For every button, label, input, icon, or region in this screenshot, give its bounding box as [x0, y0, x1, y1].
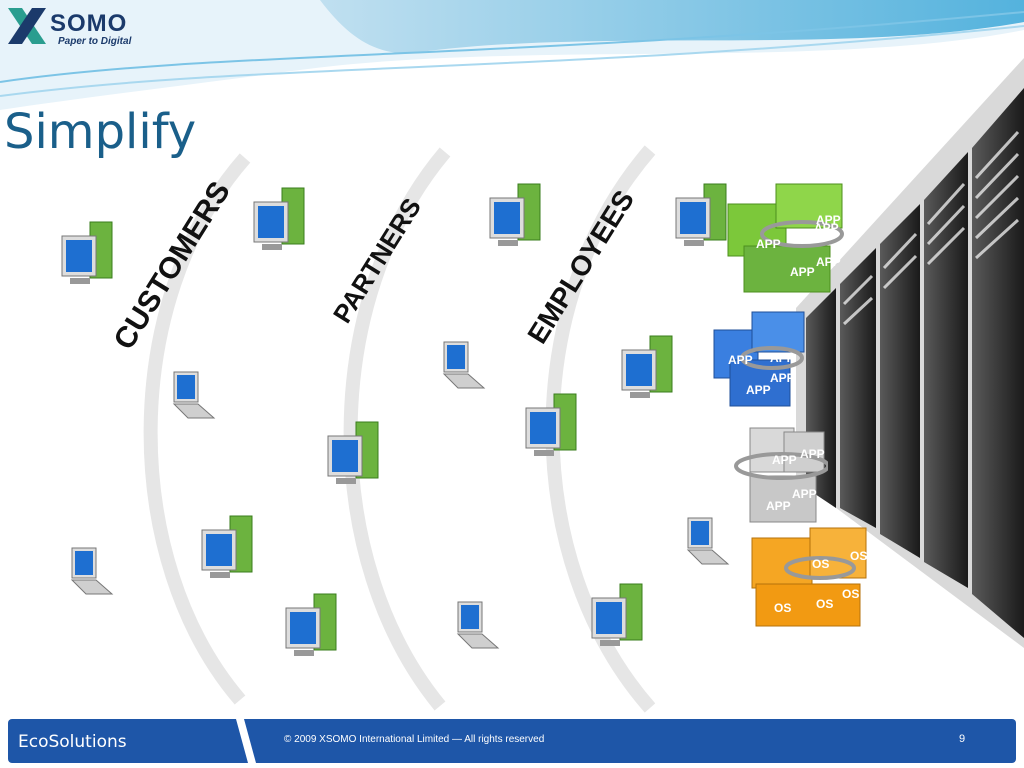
footer-background: [8, 719, 1016, 763]
laptop-icon: [456, 601, 500, 649]
desktop-computer-icon: [675, 183, 727, 246]
stack-label: APP: [756, 237, 781, 251]
header-swoosh: [0, 0, 1024, 110]
xsomo-logo: SOMO Paper to Digital: [6, 6, 146, 48]
desktop-computer-icon: [621, 335, 673, 398]
stack-label: APP: [770, 371, 795, 385]
stack-label: OS: [816, 597, 833, 611]
footer-copyright: © 2009 XSOMO International Limited — All…: [284, 734, 545, 745]
stack-label: APP: [800, 447, 825, 461]
desktop-computer-icon: [591, 583, 643, 646]
stack-label: APP: [816, 255, 841, 269]
virtual-app-stack-gray: APP APP APP APP: [734, 427, 828, 523]
laptop-icon: [442, 341, 486, 389]
stack-label: APP: [746, 383, 771, 397]
laptop-icon: [686, 517, 730, 565]
stack-label: APP: [792, 487, 817, 501]
stack-label: OS: [842, 587, 859, 601]
virtual-os-stack-orange: OS OS OS OS OS: [751, 527, 867, 627]
slide-title: Simplify: [4, 104, 197, 160]
desktop-computer-icon: [61, 221, 113, 284]
logo-brand: SOMO: [50, 10, 128, 37]
stack-label: OS: [850, 549, 867, 563]
desktop-computer-icon: [525, 393, 577, 456]
laptop-icon: [172, 371, 216, 419]
desktop-computer-icon: [253, 187, 305, 250]
stack-label: APP: [772, 453, 797, 467]
desktop-computer-icon: [201, 515, 253, 578]
desktop-computer-icon: [327, 421, 379, 484]
x-mark-icon: [8, 8, 46, 44]
server-rack-image: [796, 58, 1024, 648]
virtual-app-stack-blue: APP APP APP APP: [713, 311, 805, 407]
stack-label: APP: [814, 221, 839, 235]
footer-section: EcoSolutions: [18, 732, 127, 752]
stack-label: APP: [816, 213, 841, 227]
stack-label: APP: [728, 353, 753, 367]
stack-label: OS: [812, 557, 829, 571]
virtual-app-stack-green: APP APP APP APP APP: [727, 183, 844, 293]
stack-label: OS: [774, 601, 791, 615]
stack-label: APP: [766, 499, 791, 513]
page-number: 9: [959, 733, 966, 745]
desktop-computer-icon: [285, 593, 337, 656]
footer-bar: EcoSolutions © 2009 XSOMO International …: [8, 719, 1016, 763]
stack-label: APP: [790, 265, 815, 279]
desktop-computer-icon: [489, 183, 541, 246]
logo-tagline: Paper to Digital: [58, 36, 132, 47]
stack-label: APP: [770, 351, 795, 365]
laptop-icon: [70, 547, 114, 595]
